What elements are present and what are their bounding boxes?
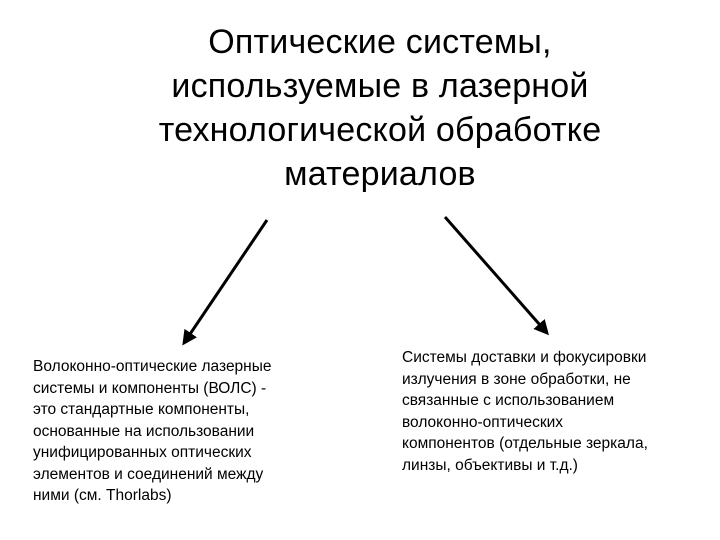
title-line-1: Оптические системы, [208,23,552,61]
left-line-3: это стандартные компоненты, [33,401,250,418]
arrow-left [182,219,269,346]
left-line-2: системы и компоненты (ВОЛС) - [33,379,267,397]
right-line-2: излучения в зоне обработки, не [402,370,631,388]
right-block-text: Системы доставки и фокусировки излучения… [402,347,702,476]
title-line-3: технологической обработке [158,111,602,149]
left-line-5: унифицированных оптических [33,444,252,461]
left-line-7: ними (см. Thorlabs) [33,487,172,504]
slide-title: Оптические системы, используемые в лазер… [95,20,665,196]
left-line-4: основанные на использовании [33,422,255,440]
title-line-2: используемые в лазерной [171,67,589,105]
left-line-6: элементов и соединений между [33,465,264,483]
right-line-3: связанные с использованием [402,392,615,409]
right-line-5: компонентов (отдельные зеркала, [402,435,648,452]
arrow-right [443,216,549,336]
title-line-4: материалов [284,155,476,193]
right-line-6: линзы, объективы и т.д.) [402,456,578,474]
left-block-text: Волоконно-оптические лазерные системы и … [33,356,333,507]
left-line-1: Волоконно-оптические лазерные [33,358,272,375]
right-line-1: Системы доставки и фокусировки [402,349,647,366]
right-line-4: волоконно-оптических [402,413,564,431]
